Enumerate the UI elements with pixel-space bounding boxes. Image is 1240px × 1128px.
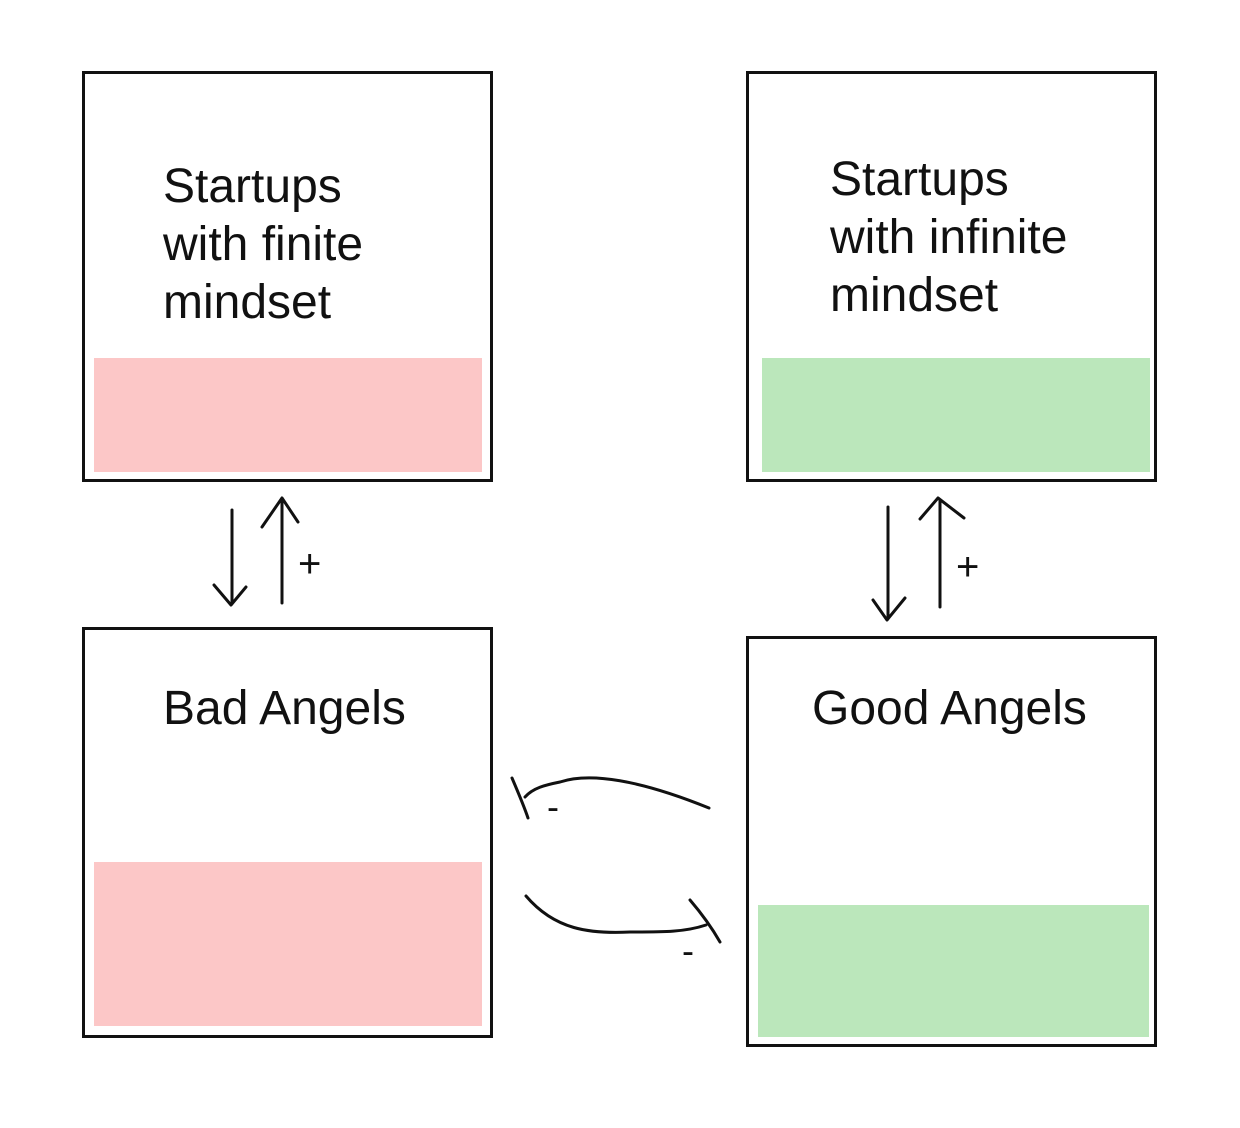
inhibit-bar-good-to-bad-angels [510, 776, 530, 820]
node-label-startups-infinite-mindset: Startups with infinite mindset [830, 153, 1068, 322]
node-startups-infinite-mindset: Startups with infinite mindset [746, 71, 1157, 482]
arrow-good-angels-to-infinite [918, 496, 966, 609]
node-bad-angels: Bad Angels [82, 627, 493, 1038]
arrow-infinite-to-good-angels [871, 505, 907, 622]
sign-finite-bad-angels: + [298, 542, 321, 586]
node-startups-finite-mindset: Startups with finite mindset [82, 71, 493, 482]
arrow-finite-to-bad-angels [212, 508, 248, 607]
node-label-good-angels: Good Angels [812, 682, 1087, 735]
node-fill-bad-angels [94, 862, 482, 1026]
sign-bad-to-good-angels: - [682, 930, 694, 971]
inhibit-good-to-bad-angels [523, 776, 711, 810]
node-label-bad-angels: Bad Angels [163, 682, 406, 735]
node-fill-startups-infinite-mindset [762, 358, 1150, 472]
sign-infinite-good-angels: + [956, 545, 979, 589]
node-fill-good-angels [758, 905, 1149, 1037]
inhibit-bad-to-good-angels [524, 894, 708, 934]
node-fill-startups-finite-mindset [94, 358, 482, 472]
sign-good-to-bad-angels: - [547, 786, 559, 827]
node-label-startups-finite-mindset: Startups with finite mindset [163, 160, 364, 329]
inhibit-bar-bad-to-good-angels [688, 898, 722, 944]
node-good-angels: Good Angels [746, 636, 1157, 1047]
arrow-bad-angels-to-finite [260, 496, 300, 605]
